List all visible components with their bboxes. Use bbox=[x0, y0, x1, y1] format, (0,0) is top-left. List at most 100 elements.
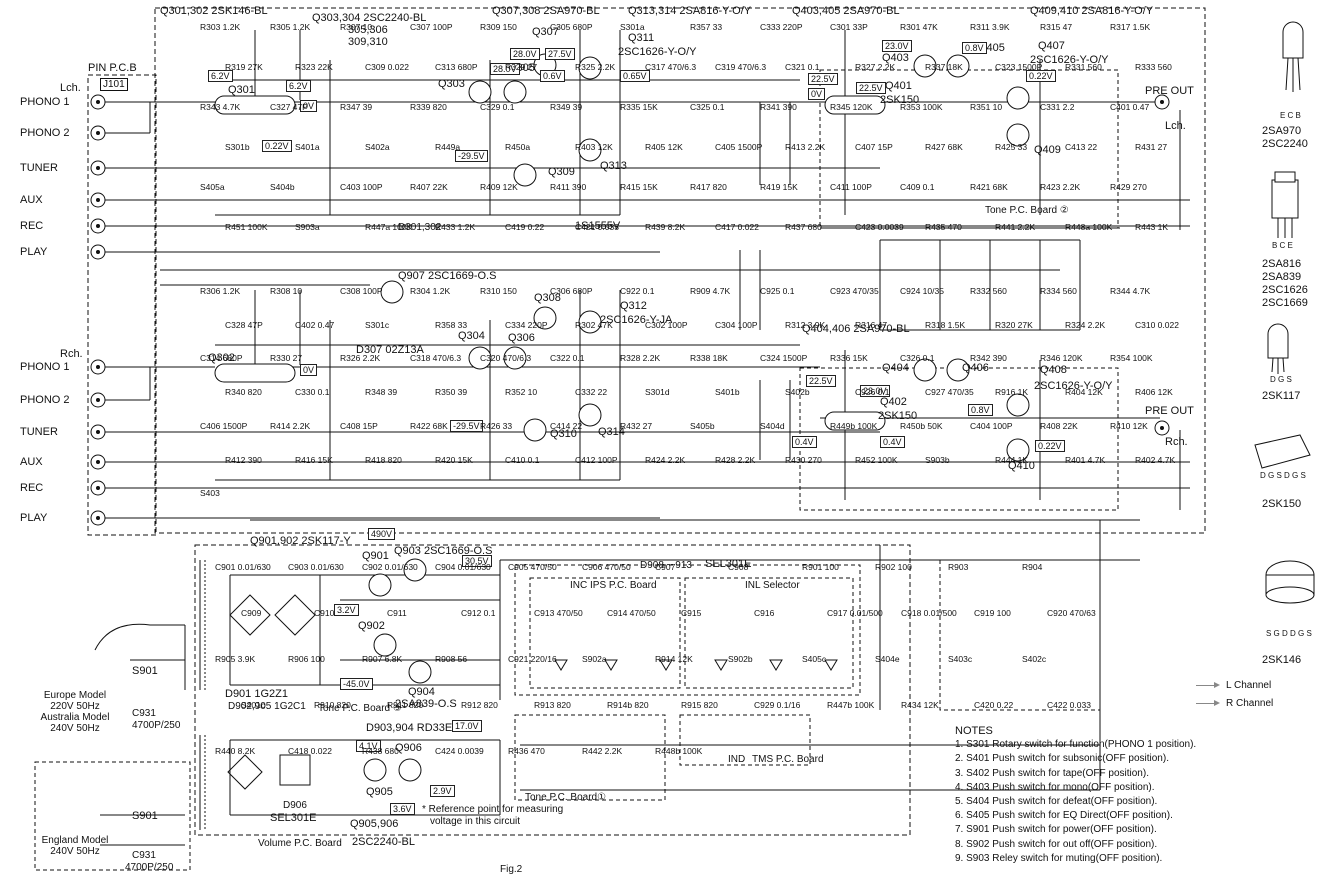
component-label: R403 12K bbox=[575, 142, 613, 152]
component-label: C909 bbox=[241, 608, 262, 618]
component-label: R912 820 bbox=[461, 700, 498, 710]
q403-symbol bbox=[913, 54, 937, 78]
label-q309: Q309 bbox=[548, 166, 575, 178]
label-q306: Q306 bbox=[508, 332, 535, 344]
component-label: C323 1500P bbox=[995, 62, 1043, 72]
q409-symbol bbox=[1006, 123, 1030, 147]
voltage-marker: 23.0V bbox=[882, 40, 912, 52]
label-inc-ips: INC IPS P.C. Board bbox=[570, 580, 657, 591]
selector-leds bbox=[554, 659, 838, 671]
component-label: C914 470/50 bbox=[607, 608, 656, 618]
component-label: R429 270 bbox=[1110, 182, 1147, 192]
legend-pins4: D G S D G S bbox=[1260, 471, 1306, 480]
component-label: C402 0.47 bbox=[295, 320, 335, 330]
label-q401-type: 2SK150 bbox=[880, 94, 920, 106]
component-label: R430 270 bbox=[785, 455, 822, 465]
component-label: R304 1.2K bbox=[410, 286, 451, 296]
component-label: S402a bbox=[365, 142, 390, 152]
component-label: C922 0.1 bbox=[620, 286, 655, 296]
voltage-marker: 3.6V bbox=[390, 803, 415, 815]
legend-pins3: D G S bbox=[1270, 375, 1292, 384]
component-label: C334 220P bbox=[505, 320, 548, 330]
component-label: R405 12K bbox=[645, 142, 683, 152]
component-label: C404 100P bbox=[970, 421, 1013, 431]
input-label-rec: REC bbox=[20, 220, 44, 232]
component-label: C403 100P bbox=[340, 182, 383, 192]
component-label: R436 470 bbox=[508, 746, 545, 756]
label-q307: Q307 bbox=[532, 26, 559, 38]
component-label: R439 8.2K bbox=[645, 222, 686, 232]
q904-symbol bbox=[408, 660, 432, 684]
component-label: R330 27 bbox=[270, 353, 303, 363]
component-label: R906 100 bbox=[288, 654, 325, 664]
note-item: 5. S404 Push switch for defeat(OFF posit… bbox=[955, 796, 1158, 808]
label-q407: Q407 bbox=[1038, 40, 1065, 52]
voltage-marker: -29.5V bbox=[455, 150, 488, 162]
component-label: C912 0.1 bbox=[461, 608, 496, 618]
component-label: R418 820 bbox=[365, 455, 402, 465]
legend-pins2: B C E bbox=[1272, 241, 1293, 250]
note-item: 3. S402 Push switch for tape(OFF positio… bbox=[955, 767, 1149, 779]
component-label: C320 470/6.3 bbox=[480, 353, 532, 363]
component-label: C907 bbox=[655, 562, 676, 572]
component-label: R402 4.7K bbox=[1135, 455, 1176, 465]
component-label: R902 100 bbox=[875, 562, 912, 572]
legend-l-channel: L Channel bbox=[1196, 680, 1271, 691]
component-label: R404 12K bbox=[1065, 387, 1103, 397]
component-label: R438 680 bbox=[362, 746, 399, 756]
component-label: C326 0.1 bbox=[900, 353, 935, 363]
lower-rails bbox=[215, 290, 1181, 510]
arrow-icon bbox=[1196, 681, 1220, 688]
label-q304: Q304 bbox=[458, 330, 485, 342]
q402-package bbox=[824, 411, 886, 431]
component-label: R914b 820 bbox=[607, 700, 649, 710]
label-pre-out-l: PRE OUT bbox=[1145, 85, 1194, 97]
component-label: R449a bbox=[435, 142, 461, 152]
component-label: C306 680P bbox=[550, 286, 593, 296]
label-q313: Q313 bbox=[600, 160, 627, 172]
main-board-border bbox=[154, 7, 1206, 534]
voltage-marker: 4.1V bbox=[356, 740, 381, 752]
component-label: C918 0.01/500 bbox=[901, 608, 957, 618]
q310-symbol bbox=[523, 418, 547, 442]
component-label: R448a 100K bbox=[1065, 222, 1113, 232]
component-label: R914 12K bbox=[655, 654, 693, 664]
component-label: C310 0.022 bbox=[1135, 320, 1179, 330]
note-item: 2. S401 Push switch for subsonic(OFF pos… bbox=[955, 753, 1169, 765]
legend-item: 2SC2240 bbox=[1262, 138, 1308, 150]
input-label-phono-2: PHONO 2 bbox=[20, 394, 70, 406]
component-label: R308 10 bbox=[270, 286, 303, 296]
hdr-q303c: 309,310 bbox=[348, 36, 388, 48]
component-label: R357 33 bbox=[690, 22, 723, 32]
voltage-marker: -29.5V bbox=[450, 420, 483, 432]
label-q311-type: 2SC1626-Y-O/Y bbox=[618, 46, 697, 58]
jack-centers bbox=[96, 100, 1164, 520]
voltage-marker: 22.5V bbox=[808, 73, 838, 85]
tms-board bbox=[679, 714, 811, 766]
component-label: C423 0.0039 bbox=[855, 222, 904, 232]
voltage-marker: 0V bbox=[808, 88, 826, 100]
component-label: R901 100 bbox=[802, 562, 839, 572]
label-q308: Q308 bbox=[534, 292, 561, 304]
voltage-marker: 28.0V bbox=[490, 63, 520, 75]
component-label: R352 10 bbox=[505, 387, 538, 397]
note-item: 4. S403 Push switch for mono(OFF positio… bbox=[955, 781, 1155, 793]
component-label: R420 15K bbox=[435, 455, 473, 465]
label-lch-out: Lch. bbox=[1165, 120, 1186, 132]
label-d903: D903,904 RD33E bbox=[366, 722, 453, 734]
input-label-phono-1: PHONO 1 bbox=[20, 96, 70, 108]
figure-label: Fig.2 bbox=[500, 864, 523, 875]
component-label: R910 820 bbox=[314, 700, 351, 710]
label-ind: IND bbox=[728, 754, 746, 765]
q301-package bbox=[214, 95, 296, 115]
voltage-marker: 0.4V bbox=[880, 436, 905, 448]
label-q403: Q403 bbox=[882, 52, 909, 64]
component-label: C413 22 bbox=[1065, 142, 1098, 152]
component-label: R342 390 bbox=[970, 353, 1007, 363]
lch-label: Lch. bbox=[60, 82, 81, 94]
legend-r-channel-text: R Channel bbox=[1226, 698, 1274, 709]
input-label-rec: REC bbox=[20, 482, 44, 494]
component-label: R307 10 bbox=[340, 22, 373, 32]
label-q310: Q310 bbox=[550, 428, 577, 440]
hdr-q303: Q303,304 2SC2240-BL bbox=[312, 12, 427, 24]
